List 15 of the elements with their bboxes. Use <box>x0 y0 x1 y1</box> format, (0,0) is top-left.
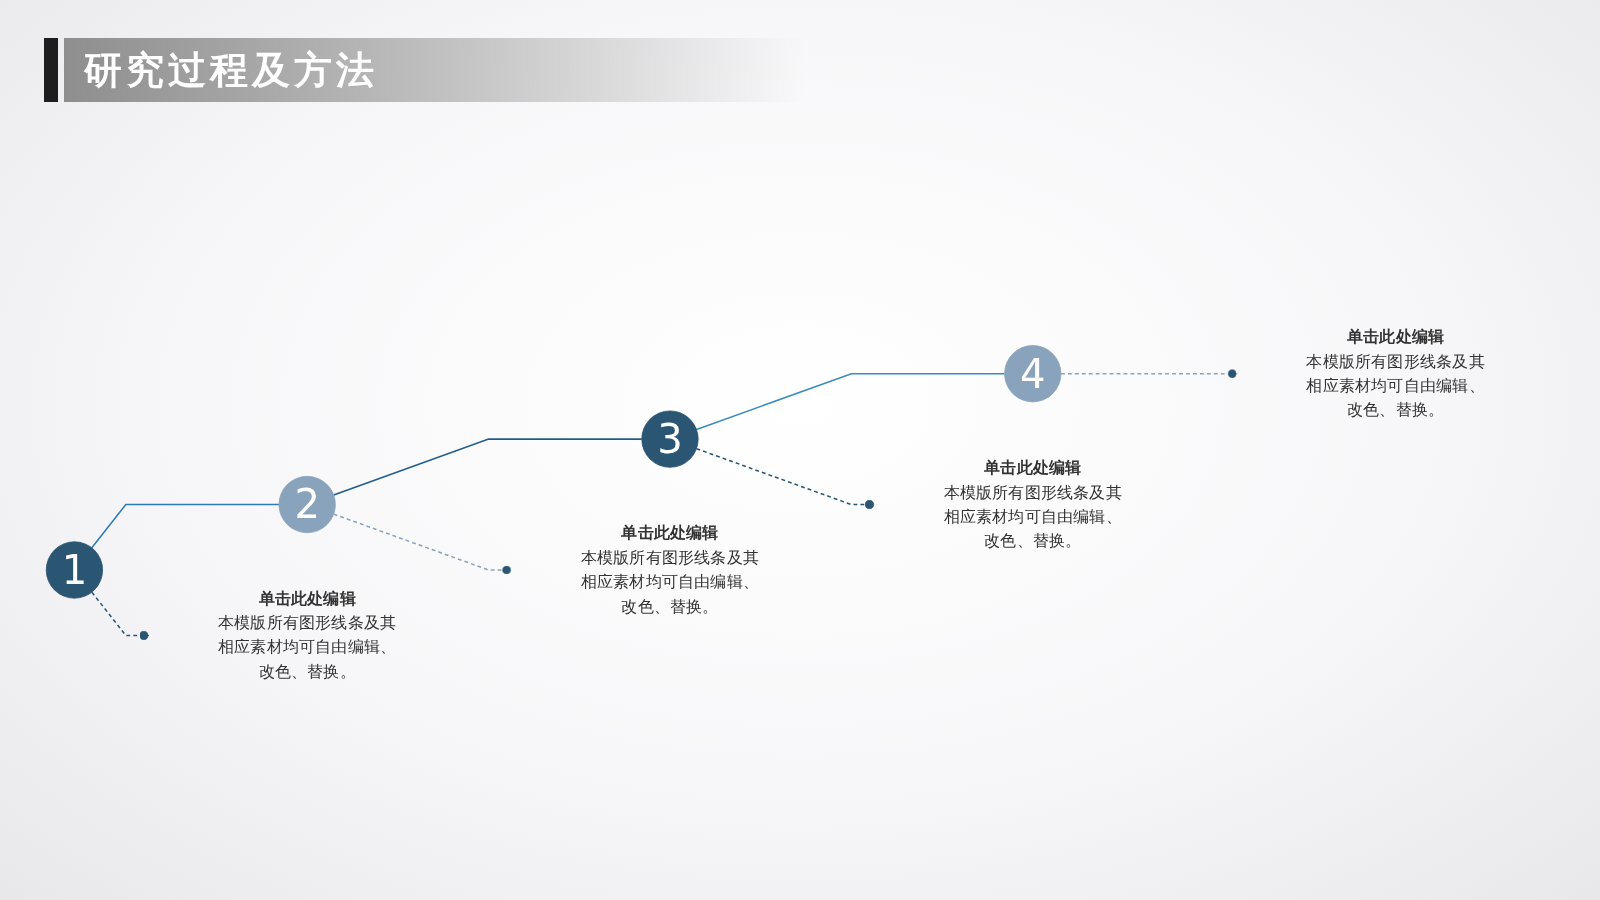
connector <box>91 591 150 641</box>
node-circle: 2 <box>278 476 336 534</box>
connector <box>1060 369 1239 379</box>
node-circle: 4 <box>1004 345 1062 403</box>
node-text: 单击此处编辑 本模版所有图形线条及其相应素材均可自由编辑、改色、替换。 <box>943 458 1122 551</box>
connector <box>91 504 280 549</box>
node-circle: 3 <box>641 410 699 469</box>
node-text: 单击此处编辑 本模版所有图形线条及其相应素材均可自由编辑、改色、替换。 <box>1306 327 1485 420</box>
connector <box>695 448 876 510</box>
connector <box>332 513 513 576</box>
connector <box>332 438 643 497</box>
node-circle: 1 <box>45 541 103 600</box>
connector <box>695 373 1006 431</box>
node-text: 单击此处编辑 本模版所有图形线条及其相应素材均可自由编辑、改色、替换。 <box>580 524 760 616</box>
node-text: 单击此处编辑 本模版所有图形线条及其相应素材均可自由编辑、改色、替换。 <box>218 589 397 682</box>
